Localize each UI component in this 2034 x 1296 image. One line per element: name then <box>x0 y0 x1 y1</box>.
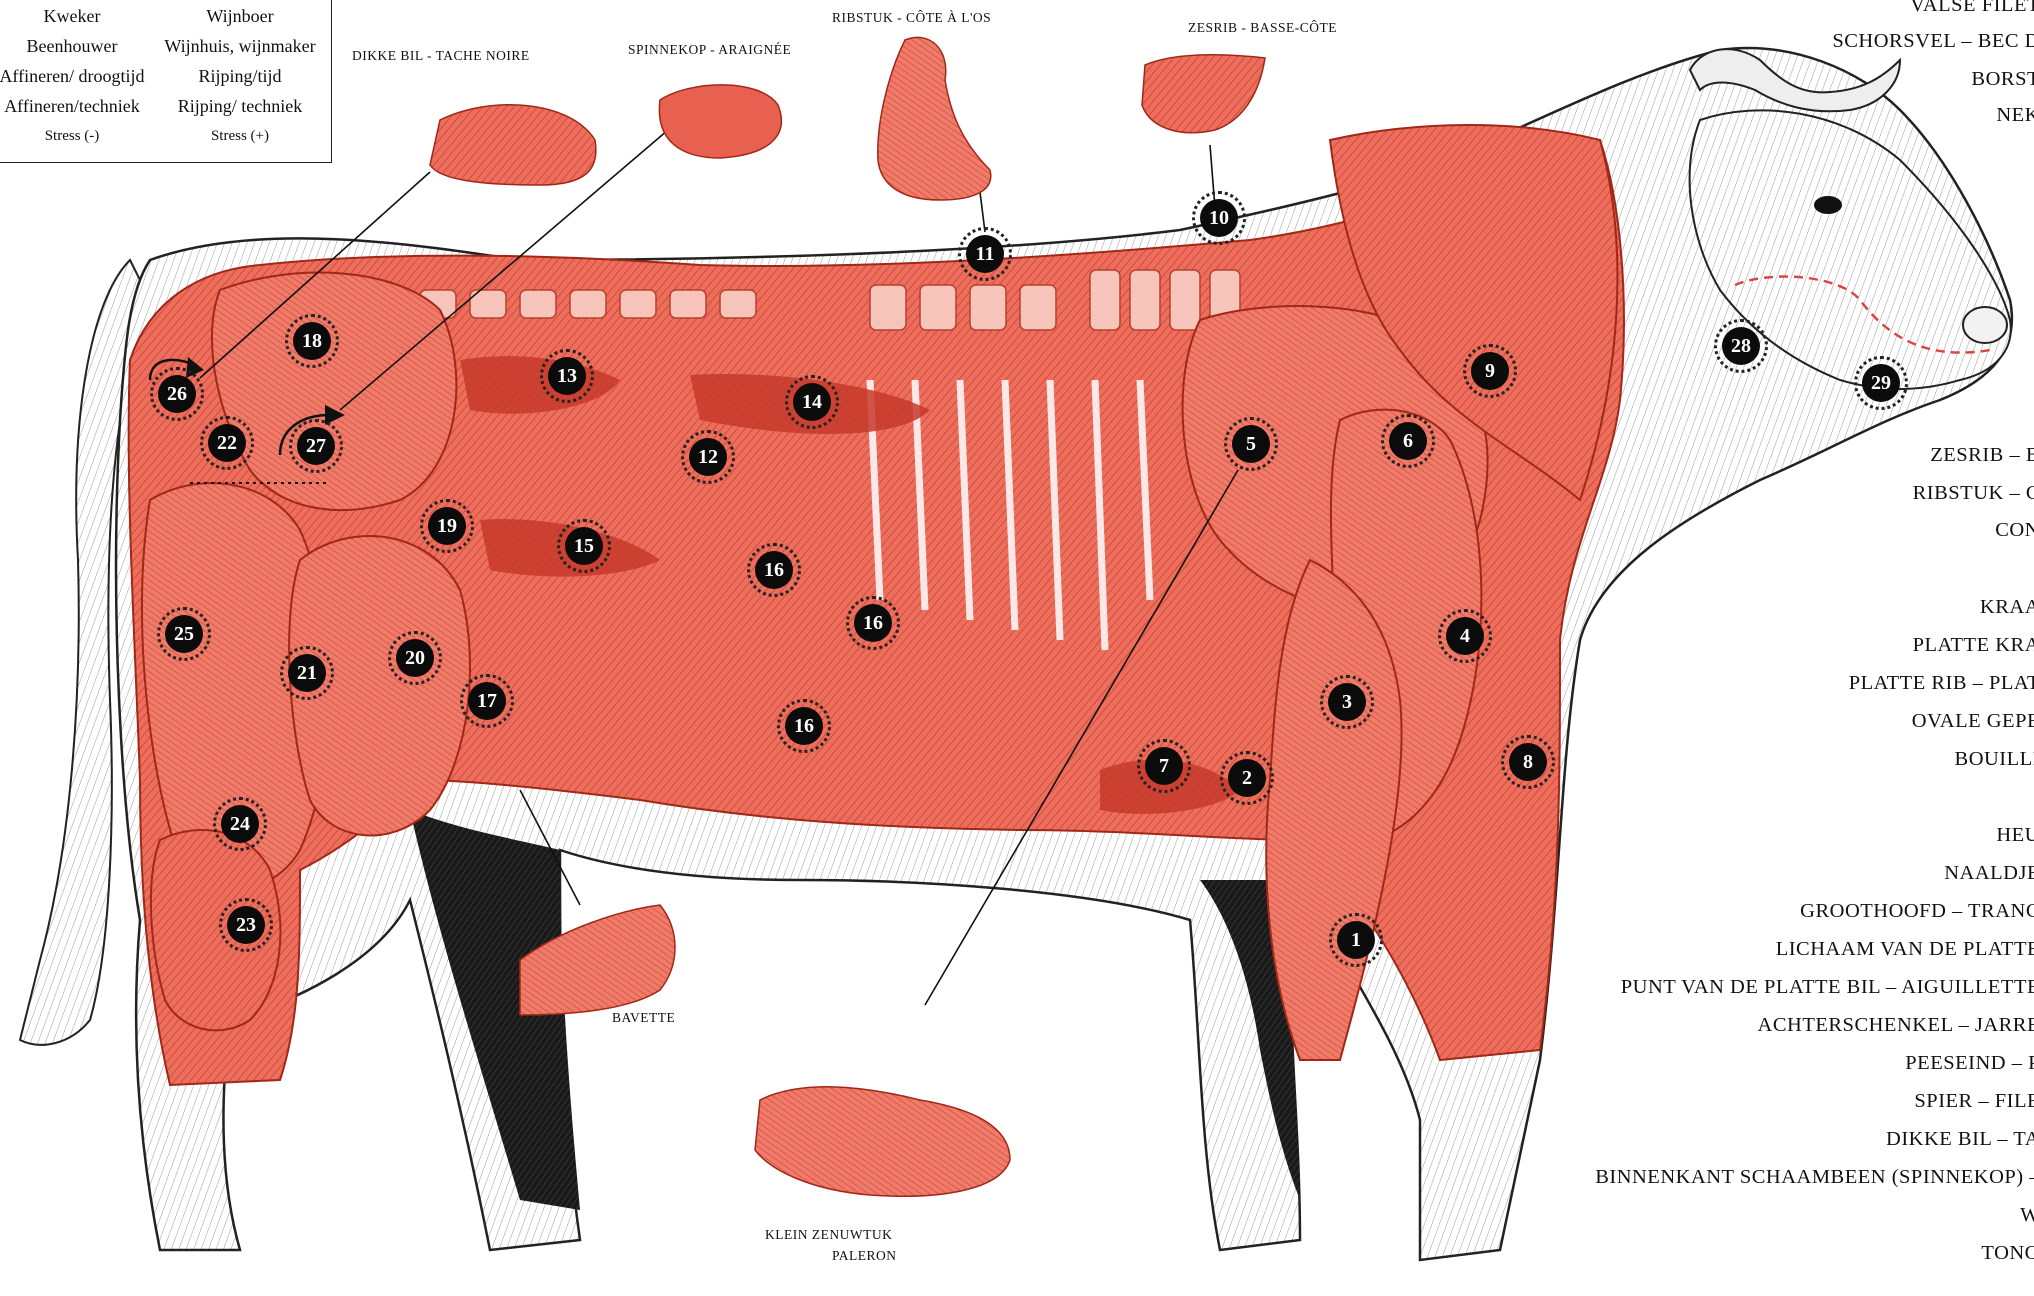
side-label-dikke-bil: DIKKE BIL – TA <box>1886 1128 2034 1151</box>
legend-left-5: Stress (-) <box>0 128 147 145</box>
label-bavette: BAVETTE <box>612 1010 675 1026</box>
side-label-punt-platte-bil: PUNT VAN DE PLATTE BIL – AIGUILLETTE <box>1621 976 2034 999</box>
side-label-tong: TONG <box>1981 1242 2034 1265</box>
cut-illustration-klein-zenuwtuk <box>755 1087 1010 1196</box>
legend-left-1: Kweker <box>0 6 147 27</box>
marker-9[interactable]: 9 <box>1471 352 1509 390</box>
marker-14[interactable]: 14 <box>793 383 831 421</box>
side-label-w: W <box>2020 1204 2034 1227</box>
marker-2[interactable]: 2 <box>1228 759 1266 797</box>
marker-5[interactable]: 5 <box>1232 425 1270 463</box>
label-ribstuk: RIBSTUK - CÔTE À L'OS <box>832 10 991 26</box>
marker-16a[interactable]: 16 <box>755 551 793 589</box>
eye <box>1814 196 1842 214</box>
side-label-ribstuk: RIBSTUK – C <box>1913 482 2034 505</box>
marker-16c[interactable]: 16 <box>785 707 823 745</box>
legend-left-3: Affineren/ droogtijd <box>0 66 147 87</box>
legend-left-4: Affineren/techniek <box>0 96 147 117</box>
marker-3[interactable]: 3 <box>1328 683 1366 721</box>
side-label-binnenkant-schaambeen: BINNENKANT SCHAAMBEEN (SPINNEKOP) – <box>1595 1166 2034 1189</box>
label-spinnekop: SPINNEKOP - ARAIGNÉE <box>628 42 791 58</box>
marker-12[interactable]: 12 <box>689 438 727 476</box>
marker-23[interactable]: 23 <box>227 906 265 944</box>
label-klein-zenuwtuk: KLEIN ZENUWTUK <box>765 1227 892 1243</box>
side-label-platte-kraag: PLATTE KRA <box>1913 634 2034 657</box>
marker-25[interactable]: 25 <box>165 615 203 653</box>
marker-28[interactable]: 28 <box>1722 327 1760 365</box>
marker-18[interactable]: 18 <box>293 322 331 360</box>
marker-27[interactable]: 27 <box>297 427 335 465</box>
marker-24[interactable]: 24 <box>221 805 259 843</box>
label-paleron: PALERON <box>832 1248 897 1264</box>
side-label-naaldje: NAALDJE <box>1944 862 2034 885</box>
marker-1[interactable]: 1 <box>1337 921 1375 959</box>
side-label-con: CON <box>1995 519 2034 542</box>
side-label-zesrib: ZESRIB – B <box>1930 444 2034 467</box>
marker-8[interactable]: 8 <box>1509 743 1547 781</box>
marker-11[interactable]: 11 <box>966 235 1004 273</box>
side-label-bouilli: BOUILLI <box>1955 748 2034 771</box>
label-zesrib: ZESRIB - BASSE-CÔTE <box>1188 20 1337 36</box>
marker-16b[interactable]: 16 <box>854 604 892 642</box>
legend-right-4: Rijping/ techniek <box>159 96 321 117</box>
side-label-schorsvel: SCHORSVEL – BEC D <box>1832 30 2034 53</box>
marker-21[interactable]: 21 <box>288 654 326 692</box>
marker-10[interactable]: 10 <box>1200 199 1238 237</box>
marker-17[interactable]: 17 <box>468 682 506 720</box>
marker-29[interactable]: 29 <box>1862 364 1900 402</box>
marker-15[interactable]: 15 <box>565 527 603 565</box>
nose <box>1963 307 2007 343</box>
side-label-platte-rib: PLATTE RIB – PLAT <box>1849 672 2034 695</box>
side-label-ovale-gepe: OVALE GEPE <box>1912 710 2034 733</box>
side-label-nek: NEK <box>1996 104 2034 127</box>
marker-13[interactable]: 13 <box>548 357 586 395</box>
cut-illustration-ribstuk <box>878 37 991 200</box>
marker-20[interactable]: 20 <box>396 639 434 677</box>
side-label-achterschenkel: ACHTERSCHENKEL – JARRE <box>1758 1014 2034 1037</box>
marker-22[interactable]: 22 <box>208 424 246 462</box>
legend-right-5: Stress (+) <box>159 128 321 145</box>
marker-19[interactable]: 19 <box>428 507 466 545</box>
side-label-spier: SPIER – FILE <box>1914 1090 2034 1113</box>
side-label-kraag: KRAA <box>1980 596 2034 619</box>
legend-right-2: Wijnhuis, wijnmaker <box>159 36 321 57</box>
label-dikke-bil: DIKKE BIL - TACHE NOIRE <box>352 48 530 64</box>
side-label-lichaam-platte: LICHAAM VAN DE PLATTE <box>1776 938 2034 961</box>
marker-6[interactable]: 6 <box>1389 422 1427 460</box>
legend-box: Kweker Beenhouwer Affineren/ droogtijd A… <box>0 0 332 163</box>
marker-7[interactable]: 7 <box>1145 747 1183 785</box>
side-label-heup: HEU <box>1996 824 2034 847</box>
legend-left-2: Beenhouwer <box>0 36 147 57</box>
cut-illustration-zesrib <box>1142 55 1265 133</box>
marker-4[interactable]: 4 <box>1446 617 1484 655</box>
marker-26[interactable]: 26 <box>158 375 196 413</box>
side-label-peeseind: PEESEIND – P <box>1905 1052 2034 1075</box>
side-label-groothoofd: GROOTHOOFD – TRANC <box>1800 900 2034 923</box>
legend-right-3: Rijping/tijd <box>159 66 321 87</box>
legend-right-1: Wijnboer <box>159 6 321 27</box>
side-label-borst: BORST <box>1971 68 2034 91</box>
side-label-valse-filet: VALSE FILET <box>1910 0 2034 17</box>
cut-illustration-spinnekop <box>659 85 781 158</box>
cut-illustration-dikke-bil <box>430 105 596 185</box>
